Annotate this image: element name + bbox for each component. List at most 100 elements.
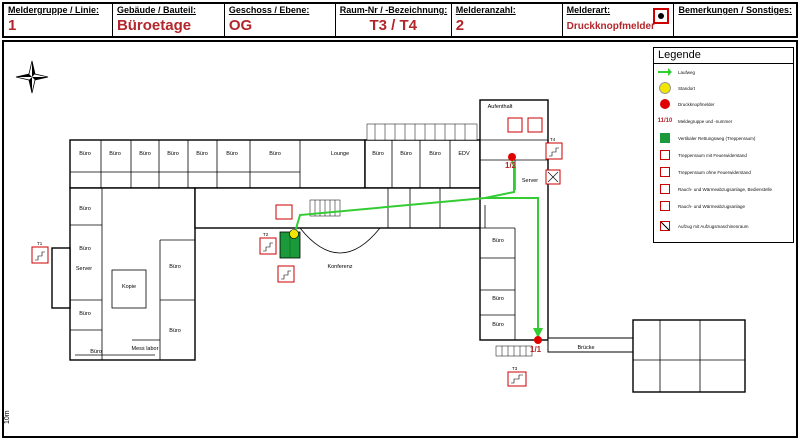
melder-1-1 <box>534 336 542 344</box>
legend-label: Aufzug mit Aufzugsmaschinenraum <box>678 223 749 229</box>
room-label: Büro <box>90 349 102 355</box>
legend-item-meldegruppe: 11/10 Meldegruppe und -nummer <box>657 115 733 127</box>
room-label: Büro <box>167 151 179 157</box>
label-melderanzahl: Melderanzahl: <box>455 5 516 15</box>
laufweg-route-1 <box>294 159 515 233</box>
room-label: Büro <box>109 151 121 157</box>
value-melderart: Druckknopfmelder <box>566 21 655 32</box>
label-melderart: Melderart: <box>566 5 611 15</box>
route-arrow-icon <box>533 328 543 338</box>
room-label: Büro <box>79 206 91 212</box>
legend-item-standort: Standort <box>658 82 695 94</box>
north-arrow-icon <box>15 60 49 94</box>
room-label: Büro <box>400 151 412 157</box>
room-label: Büro <box>492 296 504 302</box>
room-label: Lounge <box>331 151 349 157</box>
room-label: Büro <box>79 311 91 317</box>
druckknopfmelder-symbol-icon <box>653 8 670 24</box>
room-label: Büro <box>269 151 281 157</box>
label-raum: Raum-Nr / -Bezeichnung: <box>339 5 448 15</box>
legend-label: Druckknopfmelder <box>678 101 715 107</box>
legend-title: Legende <box>654 48 793 64</box>
rwa-icon <box>658 200 672 212</box>
legend-item-rwa: Rauch- und Wärmeabzugsanlage <box>658 200 745 212</box>
legend-item-laufweg: Laufweg <box>658 66 695 78</box>
legend-label: Treppenraum mit Feuerwiderstand <box>678 152 747 158</box>
scale-label: 10m <box>4 410 11 424</box>
stair-label-t2: T2 <box>263 232 269 237</box>
legend-label: Rauch- und Wärmeabzugsanlage, Bedienstel… <box>678 186 773 192</box>
room-label: Büro <box>139 151 151 157</box>
laufweg-route-2 <box>485 197 539 330</box>
melder-label-1-2: 1/2 <box>505 161 517 170</box>
room-label: Brücke <box>577 345 594 351</box>
room-label: Büro <box>79 246 91 252</box>
legend-item-aufzug: Aufzug mit Aufzugsmaschinenraum <box>658 220 749 232</box>
value-meldergruppe: 1 <box>8 17 17 34</box>
druckknopfmelder-icon <box>658 98 672 110</box>
room-label: EDV <box>458 151 470 157</box>
label-meldergruppe: Meldergruppe / Linie: <box>8 5 100 15</box>
cell-melderart: Melderart: Druckknopfmelder <box>563 4 675 36</box>
cell-meldergruppe: Meldergruppe / Linie: 1 <box>4 4 113 36</box>
stair-step-icons <box>35 147 559 384</box>
value-melderanzahl: 2 <box>455 17 465 34</box>
label-bemerkungen: Bemerkungen / Sonstiges: <box>678 5 792 15</box>
room-label: Büro <box>169 328 181 334</box>
value-gebaeude: Büroetage <box>116 17 192 34</box>
melder-1-2 <box>508 153 516 161</box>
elevator-icon <box>658 220 672 232</box>
building-outline <box>51 99 746 393</box>
standort-marker <box>289 229 299 239</box>
room-label: Server <box>76 266 92 272</box>
cell-raum: Raum-Nr / -Bezeichnung: T3 / T4 <box>336 4 452 36</box>
room-label: Aufenthalt <box>488 104 513 110</box>
room-label: Büro <box>492 238 504 244</box>
value-geschoss: OG <box>228 17 253 34</box>
room-label: Büro <box>79 151 91 157</box>
legend-label: Meldegruppe und -nummer <box>678 118 733 124</box>
room-label: Büro <box>169 264 181 270</box>
legend-item-rwa-bedienstelle: Rauch- und Wärmeabzugsanlage, Bedienstel… <box>658 183 772 195</box>
label-gebaeude: Gebäude / Bauteil: <box>116 5 196 15</box>
legend-label: Treppenraum ohne Feuerwiderstand <box>678 169 751 175</box>
legend-label: Rauch- und Wärmeabzugsanlage <box>678 203 746 209</box>
green-stair-icon <box>658 132 672 144</box>
stair-label-t3: T3 <box>512 366 518 371</box>
value-raum: T3 / T4 <box>369 17 417 34</box>
cell-geschoss: Geschoss / Ebene: OG <box>225 4 336 36</box>
room-walls <box>70 139 745 392</box>
plan-frame <box>2 40 798 438</box>
stair-label-t4: T4 <box>550 137 556 142</box>
legend-panel: Legende Laufweg Standort Druckknopfmelde… <box>653 47 794 243</box>
room-label: Mess labor <box>132 346 159 352</box>
room-label: Büro <box>492 322 504 328</box>
room-label: Büro <box>429 151 441 157</box>
legend-item-treppenraum-mit: Treppenraum mit Feuerwiderstand <box>658 149 747 161</box>
stair-symbols <box>31 117 563 387</box>
legend-label: Laufweg <box>678 69 696 75</box>
legend-label: Vertikaler Rettungsweg (Treppenraum) <box>678 135 756 141</box>
stair-label-t1: T1 <box>37 241 43 246</box>
cell-melderanzahl: Melderanzahl: 2 <box>452 4 563 36</box>
standort-icon <box>658 82 672 94</box>
legend-item-druckknopfmelder: Druckknopfmelder <box>658 98 715 110</box>
room-label: Server <box>522 178 538 184</box>
legend-item-treppenraum-ohne: Treppenraum ohne Feuerwiderstand <box>658 166 751 178</box>
legend-item-vertikaler-rettungsweg: Vertikaler Rettungsweg (Treppenraum) <box>658 132 755 144</box>
melder-label-1-1: 1/1 <box>530 345 542 354</box>
cell-bemerkungen: Bemerkungen / Sonstiges: <box>674 4 796 36</box>
cell-gebaeude: Gebäude / Bauteil: Büroetage <box>113 4 225 36</box>
stair-icon <box>658 166 672 178</box>
room-label: Konferenz <box>327 264 352 270</box>
meldegruppe-code: 11/10 <box>657 118 673 124</box>
header-table: Meldergruppe / Linie: 1 Gebäude / Bautei… <box>2 2 798 38</box>
label-geschoss: Geschoss / Ebene: <box>228 5 310 15</box>
rwa-control-icon <box>658 183 672 195</box>
stair-fire-icon <box>658 149 672 161</box>
room-label: Kopie <box>122 284 136 290</box>
legend-label: Standort <box>678 85 696 91</box>
room-label: Büro <box>372 151 384 157</box>
room-label: Büro <box>196 151 208 157</box>
